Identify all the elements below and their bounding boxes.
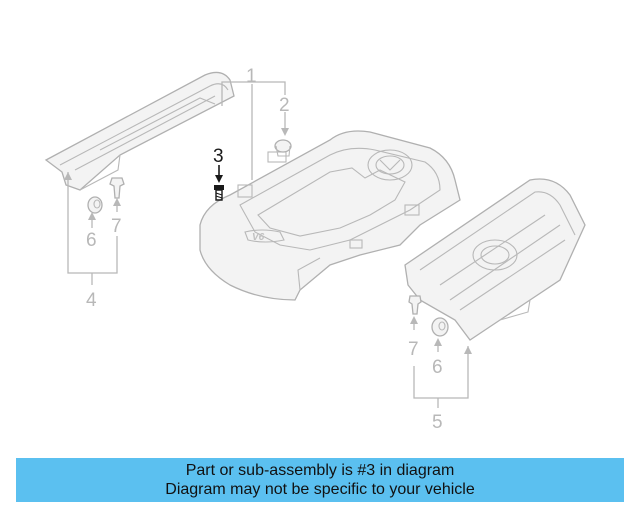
leader-7-right — [410, 316, 418, 330]
grommet-2 — [274, 139, 292, 157]
leader-5 — [413, 346, 472, 408]
grommet-6-left — [87, 196, 103, 214]
leader-3 — [215, 165, 223, 183]
svg-text:V6: V6 — [252, 232, 265, 243]
callout-1: 1 — [246, 66, 257, 87]
info-banner: Part or sub-assembly is #3 in diagram Di… — [16, 458, 624, 502]
callout-6-left: 6 — [86, 230, 97, 251]
banner-line-1: Part or sub-assembly is #3 in diagram — [185, 462, 455, 479]
leader-7-left — [113, 198, 121, 212]
callout-2: 2 — [279, 95, 290, 116]
clip-7-right — [408, 295, 422, 315]
callout-6-right: 6 — [432, 357, 443, 378]
center-cover-part: V6 — [199, 130, 461, 301]
callout-5: 5 — [432, 412, 443, 433]
bolt-3 — [214, 185, 224, 201]
left-cover-part — [44, 71, 235, 191]
right-cover-part — [404, 178, 586, 341]
grommet-6-right — [431, 317, 449, 337]
leader-6-right — [434, 338, 442, 352]
banner-line-2: Diagram may not be specific to your vehi… — [165, 481, 475, 498]
clip-7-left — [109, 177, 125, 199]
leader-6-left — [88, 212, 96, 228]
leader-4 — [64, 172, 118, 285]
leader-2 — [221, 81, 289, 136]
callout-4: 4 — [86, 290, 97, 311]
callout-7-right: 7 — [408, 339, 419, 360]
callout-3: 3 — [213, 146, 224, 167]
parts-diagram: V6 — [44, 66, 586, 433]
callout-7-left: 7 — [111, 216, 122, 237]
